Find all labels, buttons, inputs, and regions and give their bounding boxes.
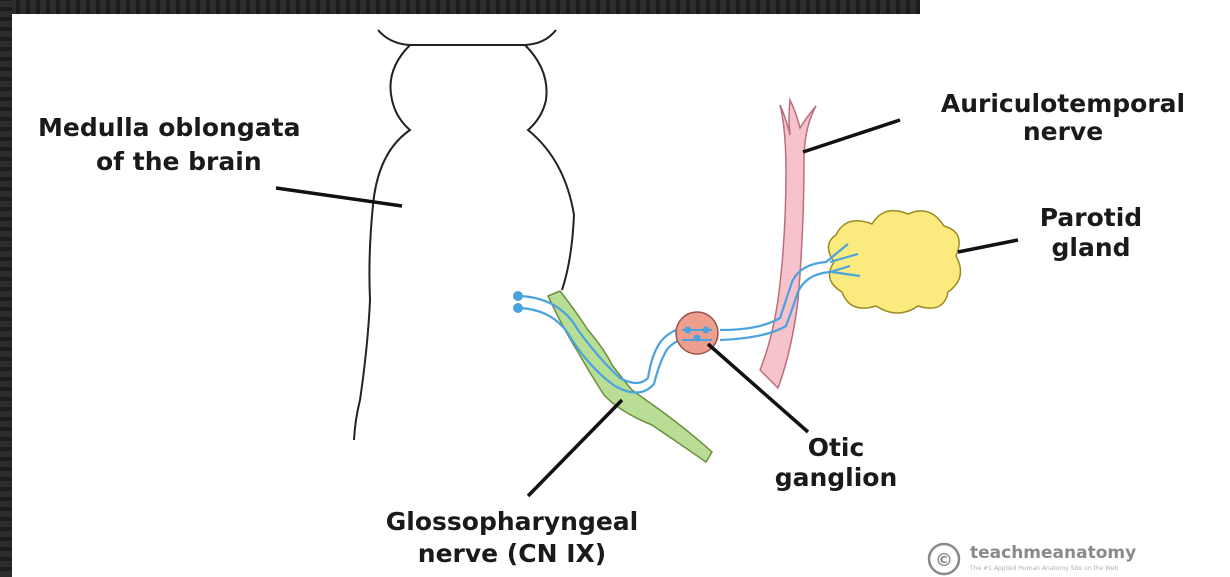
leader-auriculotemporal: [803, 120, 900, 152]
watermark-brand: teachmeanatomy: [970, 543, 1136, 563]
leader-medulla: [276, 188, 402, 206]
leader-glossopharyngeal: [528, 400, 622, 496]
leader-otic: [708, 344, 808, 432]
label-glossopharyngeal-line2: nerve (CN IX): [418, 539, 606, 568]
fiber-endings: [513, 291, 523, 313]
parotid-gland: [828, 211, 960, 313]
label-medulla-line2: of the brain: [96, 147, 262, 176]
teachmeanatomy-watermark: © teachmeanatomy The #1 Applied Human An…: [929, 543, 1136, 574]
watermark-tagline: The #1 Applied Human Anatomy Site on the…: [969, 565, 1119, 572]
label-otic-line1: Otic: [808, 433, 865, 462]
label-parotid-line2: gland: [1051, 233, 1130, 262]
copyright-symbol: ©: [935, 550, 953, 571]
label-medulla-line1: Medulla oblongata: [38, 113, 300, 142]
leader-parotid: [958, 240, 1018, 252]
medulla-outline: [354, 30, 574, 440]
label-parotid-line1: Parotid: [1040, 203, 1142, 232]
auriculotemporal-nerve: [760, 100, 816, 388]
label-otic-line2: ganglion: [775, 463, 898, 492]
label-glossopharyngeal-line1: Glossopharyngeal: [386, 507, 638, 536]
label-auriculotemporal-line1: Auriculotemporal: [941, 89, 1185, 118]
label-auriculotemporal-line2: nerve: [1023, 117, 1103, 146]
